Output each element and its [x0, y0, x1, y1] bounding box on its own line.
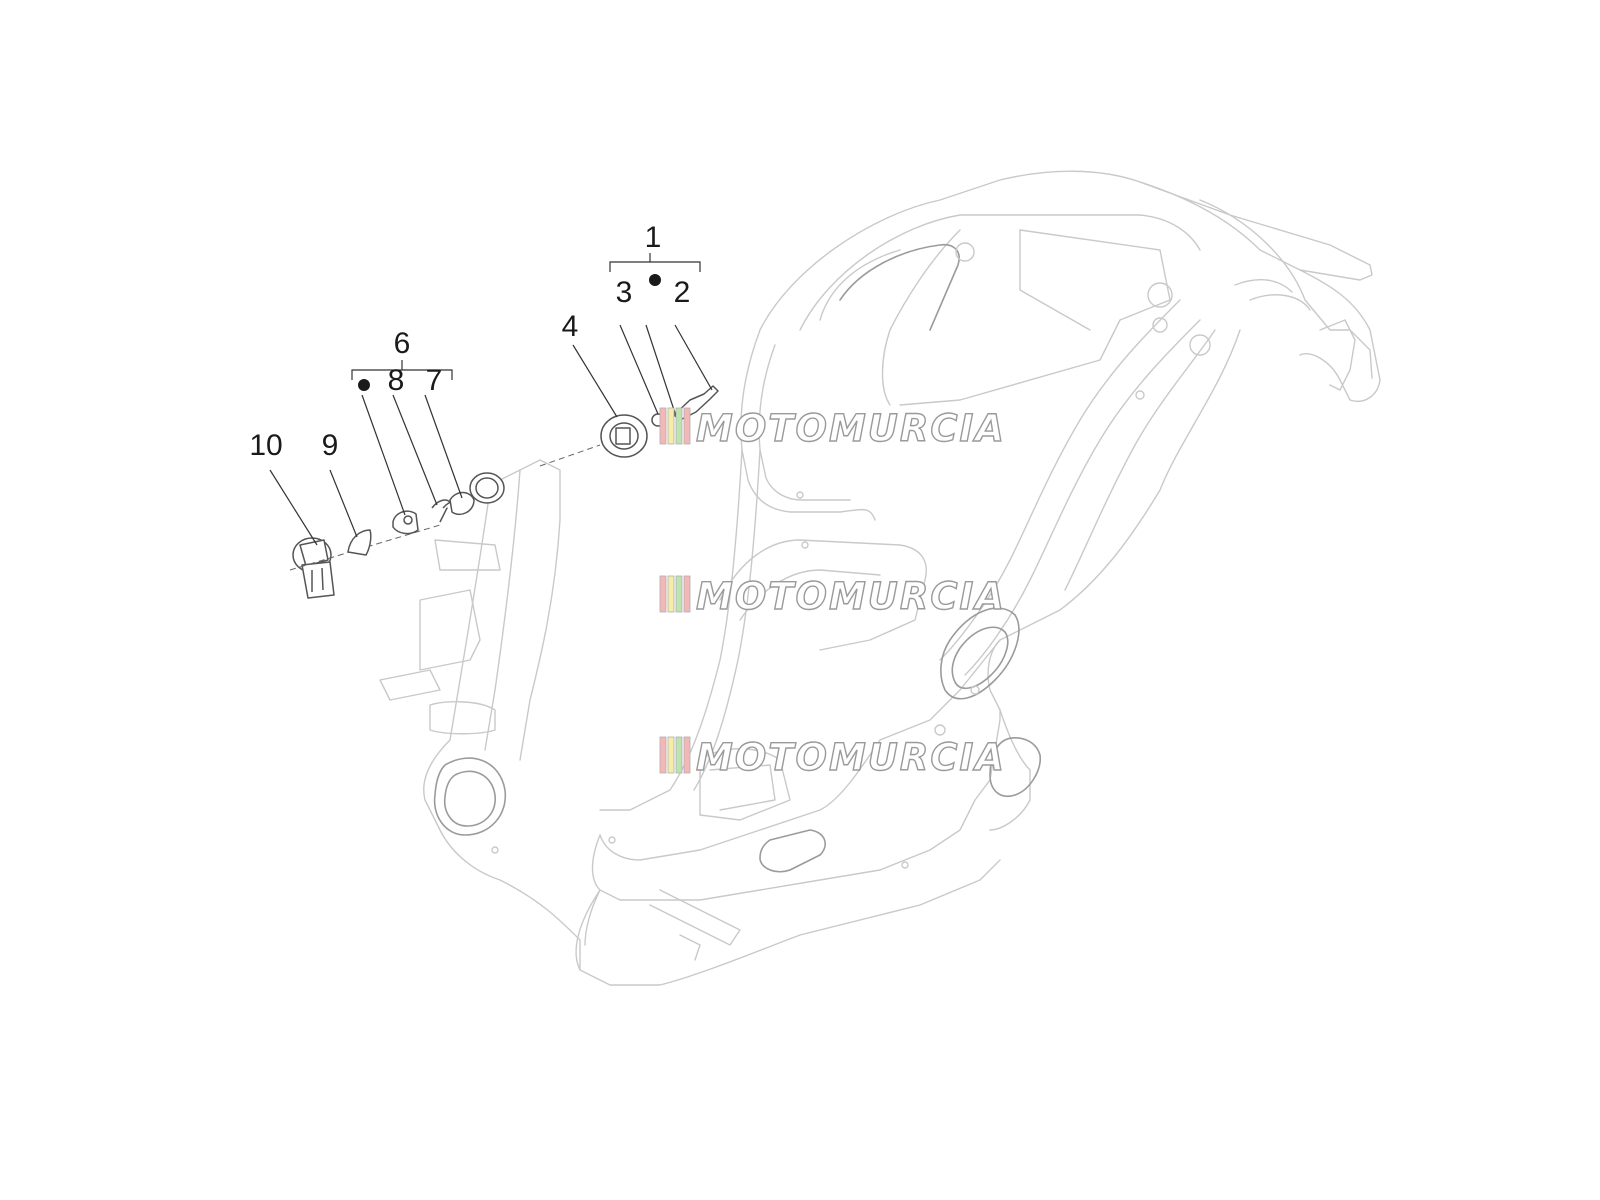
watermark-stripe — [675, 407, 683, 445]
scooter-frame — [379, 170, 1381, 986]
watermark-stripe — [667, 736, 675, 774]
watermark-stripe — [675, 736, 683, 774]
callout-10: 10 — [249, 429, 282, 462]
callout-8: 8 — [388, 364, 405, 397]
callout-2: 2 — [674, 276, 691, 309]
callout-9: 9 — [322, 429, 339, 462]
watermark-stripe — [667, 575, 675, 613]
watermark-stripe — [659, 407, 667, 445]
callout-7: 7 — [426, 364, 443, 397]
callout-6: 6 — [394, 327, 411, 360]
part-3-washer — [619, 324, 665, 427]
callout-bracket-6 — [351, 360, 453, 391]
bullet-dot — [649, 274, 661, 286]
callout-4: 4 — [562, 310, 579, 343]
watermark-text: MOTOMURCIA — [696, 736, 1006, 779]
watermark-2: MOTOMURCIA — [659, 574, 1006, 619]
watermark-stripe — [659, 736, 667, 774]
part-2-pin — [645, 324, 719, 421]
watermark-text: MOTOMURCIA — [696, 407, 1006, 450]
callout-bracket-1 — [609, 253, 701, 286]
part-4-lock-socket — [539, 344, 648, 467]
watermark-stripe — [667, 407, 675, 445]
callout-labels: 1 2 3 4 6 7 8 9 10 — [249, 221, 690, 462]
watermark-stripe — [675, 575, 683, 613]
column-collar — [469, 472, 505, 504]
watermark-stripe — [659, 575, 667, 613]
watermark-stripe — [683, 407, 691, 445]
callout-3: 3 — [616, 276, 633, 309]
watermark-3: MOTOMURCIA — [659, 735, 1006, 780]
bullet-dot — [358, 379, 370, 391]
part-ring — [424, 394, 475, 516]
part-8-barrel — [361, 394, 419, 535]
watermark-stripe — [683, 575, 691, 613]
part-9-cap — [329, 469, 372, 556]
part-10-ignition-switch — [269, 469, 441, 599]
callout-1: 1 — [645, 221, 662, 254]
watermark-1: MOTOMURCIA — [659, 406, 1006, 451]
watermark-stripe — [683, 736, 691, 774]
watermark-text: MOTOMURCIA — [696, 575, 1006, 618]
